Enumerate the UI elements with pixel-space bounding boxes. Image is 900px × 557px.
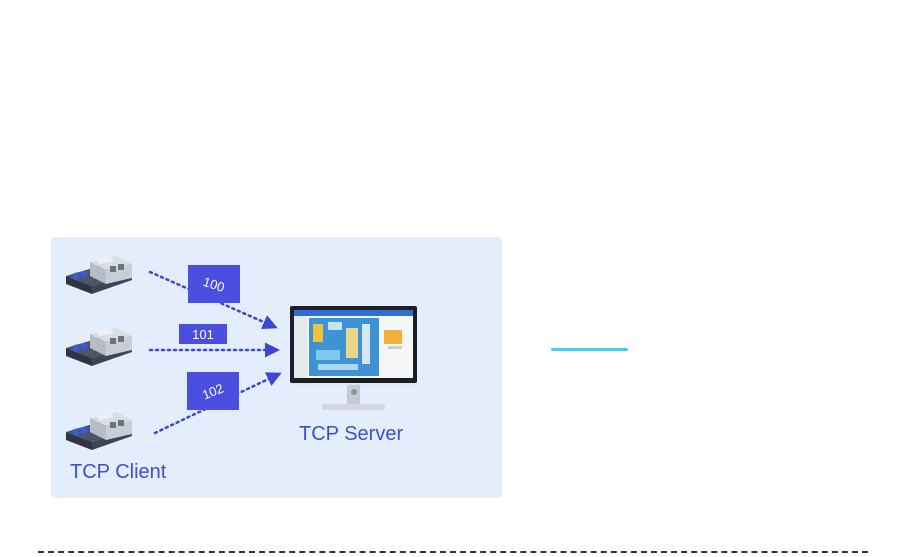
tcp-server-label: TCP Server <box>299 423 404 445</box>
client-module-3-icon <box>66 412 132 450</box>
client-module-1-icon <box>66 256 132 294</box>
dashed-divider <box>38 551 868 553</box>
packet-102-tag: 102 <box>187 372 239 410</box>
packet-101-label: 101 <box>192 326 214 342</box>
packet-100-tag: 100 <box>188 265 240 303</box>
packet-100-label: 100 <box>201 273 227 295</box>
packet-102-label: 102 <box>200 379 226 403</box>
tcp-client-label: TCP Client <box>70 461 167 483</box>
monitor-icon <box>290 306 417 410</box>
packet-101-tag: 101 <box>179 324 227 344</box>
accent-line <box>551 348 628 351</box>
client-module-2-icon <box>66 328 132 366</box>
